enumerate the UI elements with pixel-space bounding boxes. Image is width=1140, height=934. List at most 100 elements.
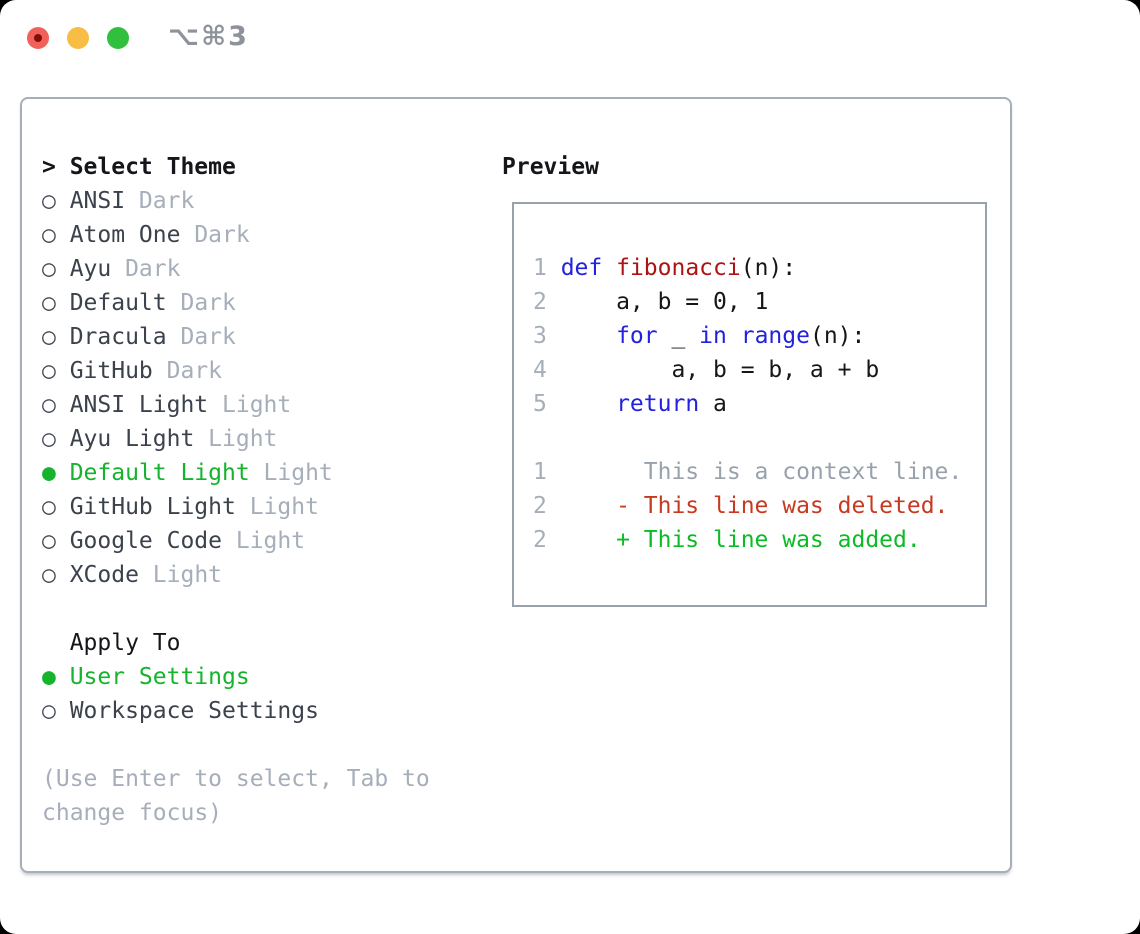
title-bar: ⌥⌘3: [0, 0, 1140, 97]
theme-option-ayu-light[interactable]: ○ Ayu Light Light: [42, 422, 502, 456]
apply-to-label: Apply To: [69, 630, 181, 656]
hint-text-line2: change focus): [42, 800, 223, 826]
theme-name: Default: [69, 290, 167, 316]
theme-option-atom-one[interactable]: ○ Atom One Dark: [42, 218, 502, 252]
preview-blank-line: [533, 421, 985, 455]
theme-variant-tag: Light: [208, 426, 278, 452]
theme-variant-tag: Light: [249, 494, 319, 520]
window-title: ⌥⌘3: [168, 21, 249, 52]
radio-icon: ○: [42, 392, 56, 418]
code-segment: fibonacci: [616, 255, 741, 281]
code-segment: [561, 323, 616, 349]
focus-caret-icon: >: [42, 154, 56, 180]
theme-option-github[interactable]: ○ GitHub Dark: [42, 354, 502, 388]
theme-variant-tag: Dark: [166, 358, 223, 384]
theme-name: Ayu: [69, 256, 112, 282]
code-segment: a: [699, 391, 727, 417]
preview-line: 2 - This line was deleted.: [533, 489, 985, 523]
apply-option-user-settings[interactable]: ● User Settings: [42, 660, 502, 694]
theme-name: ANSI Light: [69, 392, 209, 418]
minimize-button[interactable]: [67, 27, 89, 49]
code-segment: [727, 323, 741, 349]
theme-variant-tag: Light: [263, 460, 333, 486]
radio-icon: ○: [42, 698, 56, 724]
line-number: 2: [533, 493, 547, 519]
apply-option-label: User Settings: [69, 664, 250, 690]
radio-icon: ○: [42, 256, 56, 282]
line-number: 2: [533, 527, 547, 553]
preview-line: 2 a, b = 0, 1: [533, 285, 985, 319]
radio-icon: ○: [42, 494, 56, 520]
code-segment: _: [657, 323, 700, 349]
select-theme-header: > Select Theme: [42, 150, 502, 184]
radio-icon: ○: [42, 528, 56, 554]
radio-icon: ○: [42, 188, 56, 214]
line-number: 1: [533, 255, 547, 281]
theme-option-xcode[interactable]: ○ XCode Light: [42, 558, 502, 592]
theme-name: Atom One: [69, 222, 181, 248]
radio-icon: ○: [42, 324, 56, 350]
preview-line: 4 a, b = b, a + b: [533, 353, 985, 387]
line-number: 5: [533, 391, 547, 417]
code-segment: - This line was deleted.: [560, 493, 949, 519]
code-segment: a, b = 0, 1: [560, 289, 769, 315]
radio-selected-icon: ●: [42, 664, 56, 690]
apply-option-workspace-settings[interactable]: ○Workspace Settings: [42, 694, 502, 728]
preview-line: 5 return a: [533, 387, 985, 421]
theme-variant-tag: Light: [152, 562, 223, 588]
theme-name: XCode: [69, 562, 139, 588]
spacer: [42, 728, 502, 762]
code-segment: def: [560, 255, 603, 281]
theme-name: ANSI: [69, 188, 126, 214]
theme-variant-tag: Dark: [180, 290, 236, 316]
preview-line: 1 def fibonacci(n):: [533, 251, 985, 285]
radio-icon: ○: [42, 562, 56, 588]
traffic-lights: [27, 27, 129, 49]
radio-icon: ○: [42, 358, 56, 384]
select-theme-label: Select Theme: [69, 154, 236, 180]
theme-option-ansi[interactable]: ○ ANSI Dark: [42, 184, 502, 218]
theme-name: Ayu Light: [69, 426, 195, 452]
theme-variant-tag: Light: [235, 528, 306, 554]
radio-selected-icon: ●: [42, 460, 56, 486]
spacer: [42, 592, 502, 626]
code-segment: + This line was added.: [560, 527, 921, 553]
code-segment: [561, 391, 616, 417]
apply-to-options: ● User Settings ○Workspace Settings: [42, 660, 502, 728]
code-segment: [602, 255, 616, 281]
maximize-button[interactable]: [107, 27, 129, 49]
theme-variant-tag: Dark: [180, 324, 236, 350]
theme-variant-tag: Dark: [138, 188, 195, 214]
hint-text-line1: (Use Enter to select, Tab to: [42, 766, 430, 792]
code-segment: in: [699, 323, 727, 349]
line-number: 1: [533, 459, 547, 485]
code-segment: a, b = b, a + b: [560, 357, 880, 383]
preview-line: 3 for _ in range(n):: [533, 319, 985, 353]
close-button[interactable]: [27, 27, 49, 49]
theme-name: GitHub: [69, 358, 153, 384]
line-number: 3: [533, 323, 547, 349]
preview-line: 1 This is a context line.: [533, 455, 985, 489]
code-segment: return: [616, 391, 700, 417]
code-segment: This is a context line.: [560, 459, 963, 485]
radio-icon: ○: [42, 222, 56, 248]
code-segment: range: [740, 323, 810, 349]
radio-icon: ○: [42, 426, 56, 452]
line-number: 4: [533, 357, 547, 383]
theme-variant-tag: Dark: [194, 222, 250, 248]
code-segment: (n):: [740, 255, 797, 281]
preview-label: Preview: [502, 154, 599, 180]
